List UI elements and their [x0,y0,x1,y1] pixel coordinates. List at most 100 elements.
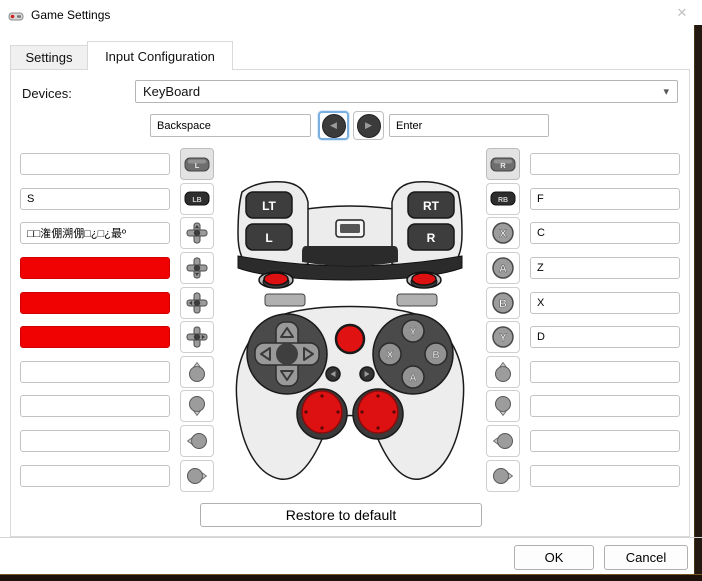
close-icon[interactable]: ✕ [676,5,688,20]
dpad-right-icon [186,326,208,348]
background-edge-right [694,25,702,581]
svg-text:L: L [265,231,272,245]
stick-up-icon [189,361,205,382]
right-stick-down-button[interactable] [486,390,520,423]
binding-input-dpad-left[interactable] [20,291,170,314]
title-bar: Game Settings ✕ [0,0,702,30]
binding-input-left-trigger-lb[interactable] [20,187,170,210]
devices-label: Devices: [22,86,72,101]
left-stick-up-button[interactable] [180,355,214,388]
button-a-icon: A [492,257,514,279]
binding-row [20,320,214,355]
dpad-left-icon [186,292,208,314]
binding-row [20,355,214,390]
button-a-button[interactable]: A [486,252,520,285]
binding-row [486,424,680,459]
svg-text:LB: LB [192,197,201,204]
binding-input-button-x[interactable] [530,222,680,245]
restore-default-button[interactable]: Restore to default [200,503,482,527]
devices-dropdown[interactable]: KeyBoard ▾ [135,80,678,103]
svg-text:B: B [432,350,439,361]
binding-row: R [486,147,680,182]
svg-text:R: R [427,231,436,245]
binding-input-right-stick-right[interactable] [530,464,680,487]
button-x-icon: X [492,222,514,245]
bindings-column-left: L LB [20,147,214,493]
left-stick-left-button[interactable] [180,425,214,458]
stick-left-icon [492,433,513,450]
arrow-left-icon: ◀ [321,113,346,138]
dialog-separator [0,537,702,538]
button-y-button[interactable]: Y [486,321,520,354]
stick-right-icon [493,467,514,484]
tab-input-configuration[interactable]: Input Configuration [87,41,233,70]
cancel-button[interactable]: Cancel [604,545,688,570]
trigger-r-icon: R [490,157,516,172]
button-x-button[interactable]: X [486,217,520,250]
svg-text:RT: RT [423,199,440,213]
binding-input-button-y[interactable] [530,326,680,349]
binding-row [20,458,214,493]
bindings-column-right: R RB X A [486,147,680,493]
binding-input-right-trigger-rb[interactable] [530,187,680,210]
app-icon [8,9,25,27]
trigger-l-icon: L [184,157,210,172]
next-key-button[interactable]: ▶ [353,111,384,140]
binding-input-button-a[interactable] [530,257,680,280]
binding-input-right-stick-left[interactable] [530,430,680,453]
binding-row [20,424,214,459]
gamepad-top-view: LT L RT R [228,176,472,301]
left-stick-right-button[interactable] [180,459,214,492]
binding-row [486,458,680,493]
trigger-l-button[interactable]: L [180,148,214,181]
svg-text:X: X [499,228,507,240]
svg-text:A: A [409,373,416,384]
binding-input-right-stick-up[interactable] [530,360,680,383]
ok-button[interactable]: OK [514,545,594,570]
binding-input-dpad-up[interactable] [20,222,170,245]
binding-input-left-stick-down[interactable] [20,395,170,418]
button-b-button[interactable]: B [486,286,520,319]
binding-row [20,285,214,320]
binding-input-dpad-down[interactable] [20,257,170,280]
binding-input-dpad-right[interactable] [20,326,170,349]
binding-input-left-stick-left[interactable] [20,430,170,453]
next-key-input[interactable] [389,114,549,137]
dpad-left-button[interactable] [180,286,214,319]
prev-key-button[interactable]: ◀ [318,111,349,140]
right-stick-up-button[interactable] [486,355,520,388]
background-edge-bottom [0,574,702,581]
prev-key-input[interactable] [150,114,311,137]
binding-input-button-b[interactable] [530,291,680,314]
binding-row: A [486,251,680,286]
stick-left-icon [186,433,207,450]
binding-input-left-stick-right[interactable] [20,464,170,487]
stick-down-icon [495,396,511,417]
stick-right-icon [187,467,208,484]
right-stick-left-button[interactable] [486,425,520,458]
binding-row: LB [20,182,214,217]
binding-row [20,216,214,251]
binding-row [20,251,214,286]
arrow-right-icon: ▶ [356,113,381,138]
trigger-r-button[interactable]: R [486,148,520,181]
binding-row: RB [486,182,680,217]
right-stick-right-button[interactable] [486,459,520,492]
dpad-down-button[interactable] [180,252,214,285]
dpad-up-button[interactable] [180,217,214,250]
binding-input-right-trigger-r[interactable] [530,153,680,176]
dpad-up-icon [186,222,208,244]
left-stick-down-button[interactable] [180,390,214,423]
dpad-down-icon [186,257,208,279]
svg-text:A: A [499,263,507,275]
trigger-lb-button[interactable]: LB [180,182,214,215]
binding-input-left-stick-up[interactable] [20,360,170,383]
binding-input-right-stick-down[interactable] [530,395,680,418]
dpad-right-button[interactable] [180,321,214,354]
binding-input-left-trigger-l[interactable] [20,153,170,176]
tab-settings[interactable]: Settings [10,45,88,69]
devices-selected-value: KeyBoard [143,84,201,99]
trigger-lb-icon: LB [184,191,210,206]
trigger-rb-button[interactable]: RB [486,182,520,215]
svg-text:RB: RB [498,197,508,204]
